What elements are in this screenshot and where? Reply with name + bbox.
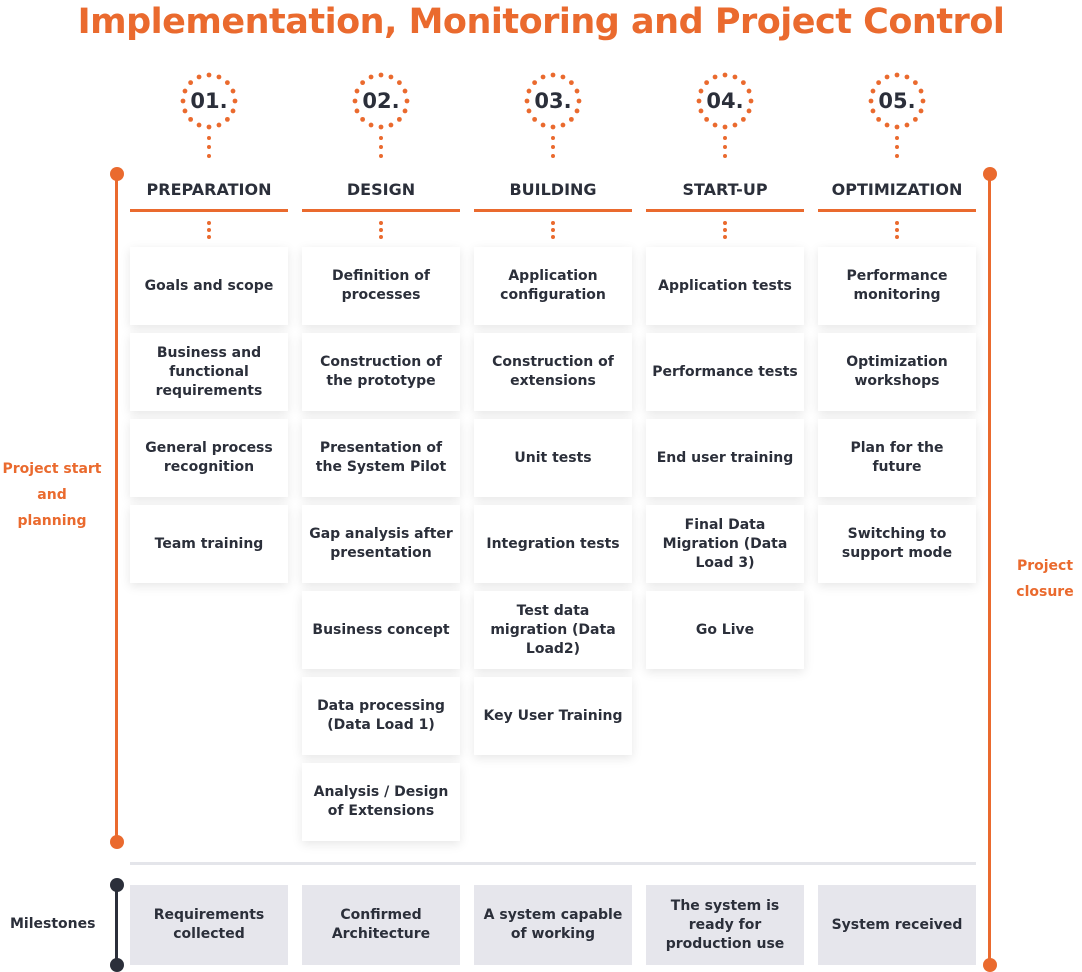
dotted-connector bbox=[551, 136, 555, 158]
task-card: Switching to support mode bbox=[818, 505, 976, 583]
phase-title: BUILDING bbox=[509, 180, 597, 199]
task-card: Team training bbox=[130, 505, 288, 583]
milestone-design: Confirmed Architecture bbox=[302, 885, 460, 965]
task-card: Performance monitoring bbox=[818, 247, 976, 325]
task-card: End user training bbox=[646, 419, 804, 497]
project-start-bottom-dot bbox=[110, 835, 124, 849]
task-card: Construction of the prototype bbox=[302, 333, 460, 411]
project-start-line bbox=[115, 174, 118, 842]
phase-number: 03. bbox=[534, 89, 572, 113]
phase-number-badge: 01. bbox=[180, 72, 238, 130]
project-closure-top-dot bbox=[983, 167, 997, 181]
task-card: Application configuration bbox=[474, 247, 632, 325]
dotted-connector bbox=[895, 136, 899, 158]
dotted-connector bbox=[379, 221, 383, 239]
milestone-building: A system capable of working bbox=[474, 885, 632, 965]
task-card: Final Data Migration (Data Load 3) bbox=[646, 505, 804, 583]
milestone-optimization: System received bbox=[818, 885, 976, 965]
phase-underline bbox=[474, 209, 632, 212]
task-card: General process recognition bbox=[130, 419, 288, 497]
phase-underline bbox=[130, 209, 288, 212]
dotted-connector bbox=[551, 221, 555, 239]
milestones-top-dot bbox=[110, 878, 124, 892]
dotted-connector bbox=[207, 136, 211, 158]
phase-title: DESIGN bbox=[346, 180, 416, 199]
dotted-circle-icon bbox=[868, 72, 926, 130]
project-start-top-dot bbox=[110, 167, 124, 181]
task-card: Optimization workshops bbox=[818, 333, 976, 411]
phase-number: 05. bbox=[878, 89, 916, 113]
task-card: Unit tests bbox=[474, 419, 632, 497]
phase-underline bbox=[818, 209, 976, 212]
phase-number-badge: 04. bbox=[696, 72, 754, 130]
task-card: Definition of processes bbox=[302, 247, 460, 325]
milestone-preparation: Requirements collected bbox=[130, 885, 288, 965]
phase-underline bbox=[302, 209, 460, 212]
task-card: Key User Training bbox=[474, 677, 632, 755]
task-card: Performance tests bbox=[646, 333, 804, 411]
project-closure-bottom-dot bbox=[983, 958, 997, 972]
task-card: Test data migration (Data Load2) bbox=[474, 591, 632, 669]
milestone-start-up: The system is ready for production use bbox=[646, 885, 804, 965]
task-card: Plan for the future bbox=[818, 419, 976, 497]
project-closure-line bbox=[988, 174, 991, 966]
dotted-connector bbox=[723, 136, 727, 158]
phase-title: OPTIMIZATION bbox=[831, 180, 963, 199]
task-card: Construction of extensions bbox=[474, 333, 632, 411]
task-card: Analysis / Design of Extensions bbox=[302, 763, 460, 841]
milestones-bottom-dot bbox=[110, 958, 124, 972]
task-card: Business concept bbox=[302, 591, 460, 669]
milestones-label: Milestones bbox=[10, 916, 96, 932]
phase-number-badge: 05. bbox=[868, 72, 926, 130]
phase-number: 01. bbox=[190, 89, 228, 113]
phase-title: PREPARATION bbox=[146, 180, 272, 199]
dotted-circle-icon bbox=[696, 72, 754, 130]
dotted-connector bbox=[895, 221, 899, 239]
milestones-line bbox=[115, 885, 118, 965]
task-card: Integration tests bbox=[474, 505, 632, 583]
task-card: Presentation of the System Pilot bbox=[302, 419, 460, 497]
dotted-connector bbox=[379, 136, 383, 158]
dotted-circle-icon bbox=[180, 72, 238, 130]
task-card: Goals and scope bbox=[130, 247, 288, 325]
phase-number-badge: 02. bbox=[352, 72, 410, 130]
task-card: Data processing (Data Load 1) bbox=[302, 677, 460, 755]
dotted-connector bbox=[207, 221, 211, 239]
task-card: Go Live bbox=[646, 591, 804, 669]
task-card: Gap analysis after presentation bbox=[302, 505, 460, 583]
task-card: Business and functional requirements bbox=[130, 333, 288, 411]
milestones-divider bbox=[130, 862, 976, 865]
page-title: Implementation, Monitoring and Project C… bbox=[77, 2, 1005, 42]
dotted-connector bbox=[723, 221, 727, 239]
task-card: Application tests bbox=[646, 247, 804, 325]
phase-underline bbox=[646, 209, 804, 212]
dotted-circle-icon bbox=[352, 72, 410, 130]
phase-number: 02. bbox=[362, 89, 400, 113]
phase-number-badge: 03. bbox=[524, 72, 582, 130]
dotted-circle-icon bbox=[524, 72, 582, 130]
phase-title: START-UP bbox=[682, 180, 768, 199]
phase-number: 04. bbox=[706, 89, 744, 113]
